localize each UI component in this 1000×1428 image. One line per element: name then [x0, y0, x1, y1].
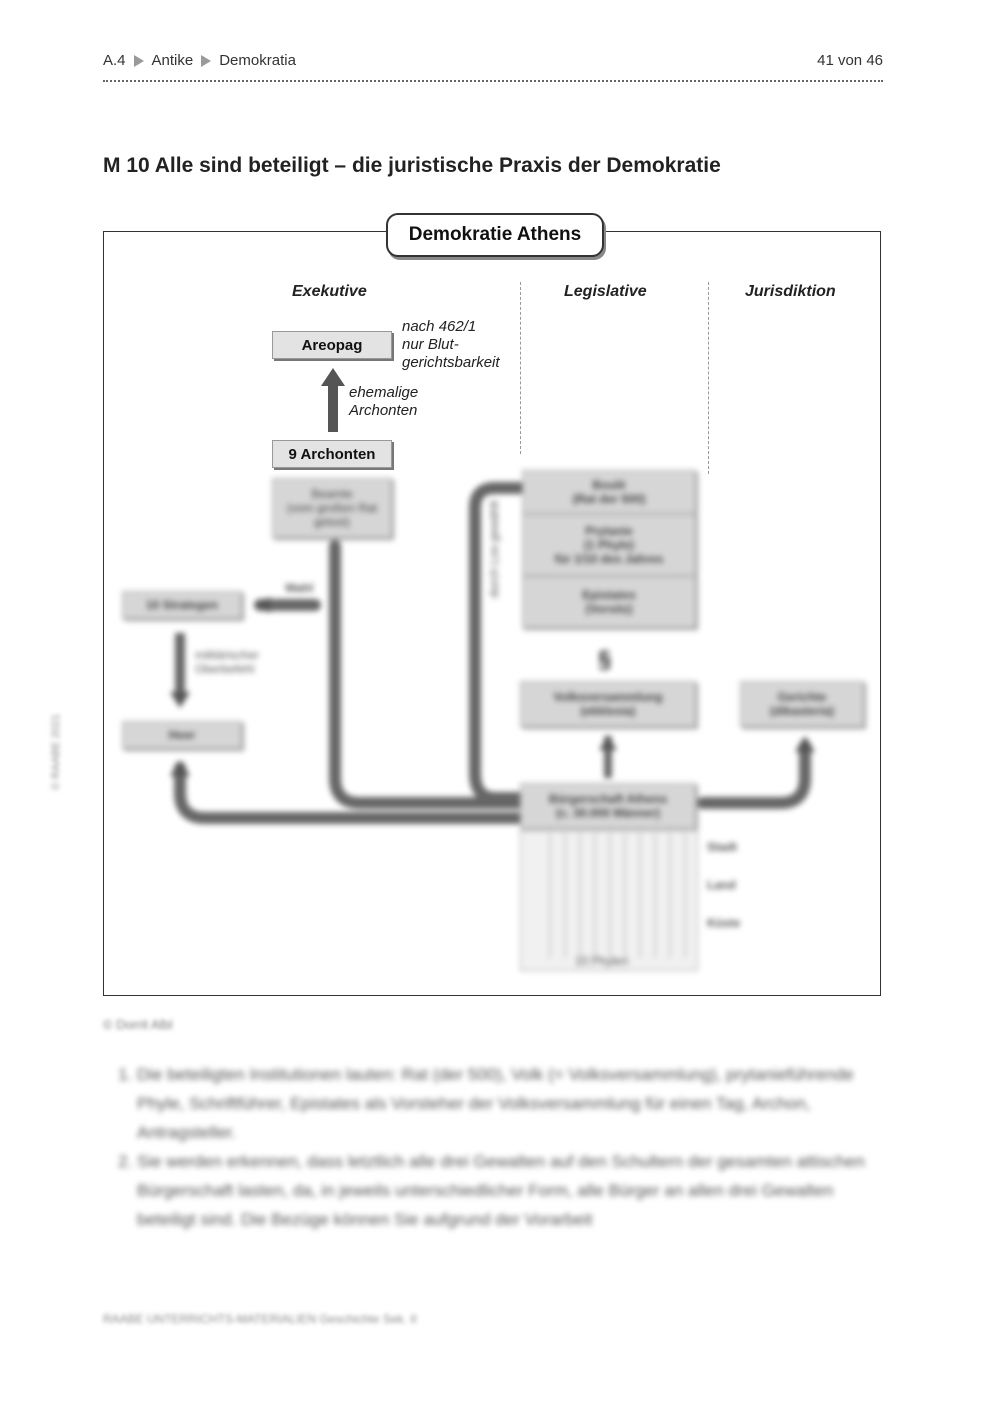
row-label-kueste: Küste [707, 916, 741, 930]
archonten-sub-line: Beamte [311, 487, 353, 501]
page-footer: RAABE UNTERRICHTS-MATERIALIEN Geschichte… [103, 1312, 417, 1326]
wahl-label: Wahl [285, 581, 314, 595]
breadcrumb: A.4 Antike Demokratia [103, 52, 296, 69]
diagram-connectors [170, 482, 815, 958]
page-title: M 10 Alle sind beteiligt – die juristisc… [103, 154, 721, 177]
prytanie-line: für 1/10 des Jahres [554, 552, 664, 566]
buergerschaft-box: Bürgerschaft Athens (c. 30.000 Männer) [520, 783, 696, 829]
rat-line: Boulé [592, 478, 626, 492]
up-arrow-icon [321, 368, 345, 432]
areopag-note: nach 462/1 nur Blut- gerichtsbarkeit [402, 318, 500, 372]
volksversammlung-line: (ekklesia) [580, 704, 636, 718]
areopag-note-line: nach 462/1 [402, 318, 477, 335]
heer-note-line: militärischer [195, 648, 260, 662]
page-header: A.4 Antike Demokratia 41 von 46 [103, 48, 883, 74]
heer-box: Heer [122, 721, 242, 749]
task-item: Sie werden erkennen, dass letztlich alle… [137, 1147, 883, 1234]
triangle-right-icon [201, 54, 212, 67]
task-list: Die beteiligten Institutionen lauten: Ra… [103, 1060, 883, 1234]
archonten-box: 9 Archonten [272, 440, 392, 468]
epistates-box: Epistates (Vorsitz) [522, 576, 696, 628]
column-divider [520, 282, 521, 454]
epistates-line: (Vorsitz) [585, 602, 633, 616]
epistates-line: Epistates [582, 588, 636, 602]
column-head-exekutive: Exekutive [292, 283, 367, 300]
archonten-sub-line: gelost) [313, 515, 351, 529]
archonten-sub-box: Beamte (vom großen Rat gelost) [272, 478, 392, 538]
buergerschaft-line: (c. 30.000 Männer) [555, 806, 661, 820]
column-head-legislative: Legislative [564, 283, 647, 300]
volksversammlung-line: Volksversammlung [553, 690, 663, 704]
prytanie-line: Prytanie [585, 524, 633, 538]
losen-label: durch Los gewählt [487, 500, 501, 598]
phylen-label: 10 Phylen [575, 954, 629, 968]
areopag-note-line: nur Blut- [402, 336, 459, 353]
arrow-note: ehemalige Archonten [349, 384, 418, 420]
column-head-jurisdiktion: Jurisdiktion [745, 283, 836, 300]
areopag-box: Areopag [272, 331, 392, 359]
gerichte-line: Gerichte [777, 690, 827, 704]
strategen-box: 10 Strategen [122, 591, 242, 619]
blurred-diagram-region: Beamte (vom großen Rat gelost) 10 Strate… [95, 470, 895, 1008]
rat-line: (Rat der 500) [572, 492, 646, 506]
gerichte-box: Gerichte (dikasteria) [740, 681, 864, 727]
page-number: 41 von 46 [817, 52, 883, 69]
figure-credit: © Dorrit Albl [103, 1017, 173, 1032]
phylen-grid [520, 829, 698, 971]
rat-box: Boulé (Rat der 500) [522, 470, 696, 514]
arrow-note-line: Archonten [349, 402, 418, 419]
paragraph-symbol: § [598, 646, 612, 673]
heer-note-line: Oberbefehl [195, 662, 255, 676]
breadcrumb-item-topic: Demokratia [219, 52, 296, 69]
breadcrumb-item-era: Antike [151, 52, 194, 69]
arrow-note-line: ehemalige [349, 384, 419, 401]
prytanie-line: (1 Phyle) [583, 538, 634, 552]
row-label-land: Land [707, 878, 736, 892]
task-item: Die beteiligten Institutionen lauten: Ra… [137, 1060, 883, 1147]
volksversammlung-box: Volksversammlung (ekklesia) [520, 681, 696, 727]
areopag-note-line: gerichtsbarkeit [402, 354, 500, 371]
buergerschaft-line: Bürgerschaft Athens [548, 792, 668, 806]
prytanie-box: Prytanie (1 Phyle) für 1/10 des Jahres [522, 514, 696, 576]
column-divider [708, 282, 709, 474]
heer-note: militärischer Oberbefehl [195, 648, 259, 676]
header-divider [103, 80, 883, 82]
diagram-title: Demokratie Athens [386, 213, 604, 257]
row-label-stadt: Stadt [707, 840, 737, 854]
breadcrumb-item-section: A.4 [103, 52, 126, 69]
archonten-sub-line: (vom großen Rat [286, 501, 378, 515]
gerichte-line: (dikasteria) [769, 704, 835, 718]
side-copyright: © RAABE 2021 [50, 714, 62, 790]
triangle-right-icon [133, 54, 144, 67]
